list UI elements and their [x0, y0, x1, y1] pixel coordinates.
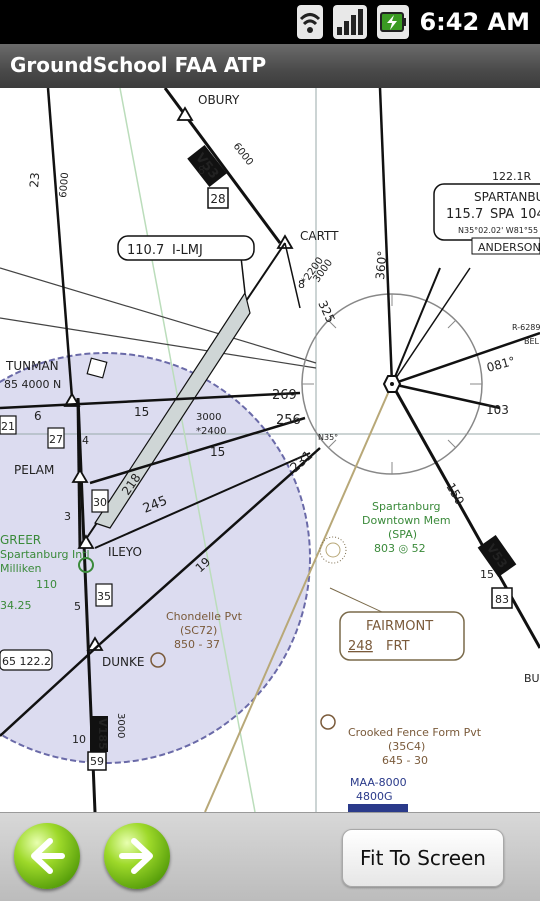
- svg-text:Chondelle Pvt: Chondelle Pvt: [166, 610, 243, 623]
- svg-text:FRT: FRT: [386, 639, 410, 654]
- chart-svg[interactable]: V53 6000 8 28 OBURY CARTT 3000 *2200 8 3…: [0, 88, 540, 812]
- svg-text:59: 59: [90, 755, 104, 768]
- svg-text:(35C4): (35C4): [388, 740, 425, 753]
- svg-text:35: 35: [97, 590, 111, 603]
- svg-text:30: 30: [93, 496, 107, 509]
- svg-text:28: 28: [210, 192, 225, 206]
- svg-text:(SC72): (SC72): [180, 624, 217, 637]
- svg-text:*2400: *2400: [196, 426, 226, 437]
- status-time: 6:42 AM: [419, 8, 530, 36]
- fix-ileyo-symbol: [77, 534, 95, 549]
- ils-freq: 110.7: [127, 243, 164, 258]
- wifi-icon: [297, 5, 324, 39]
- svg-text:103: 103: [486, 403, 509, 417]
- fit-to-screen-button[interactable]: Fit To Screen: [342, 829, 504, 887]
- svg-text:6000: 6000: [58, 172, 71, 198]
- svg-text:83: 83: [495, 593, 509, 606]
- svg-text:081°: 081°: [485, 354, 517, 375]
- svg-text:8: 8: [298, 278, 305, 291]
- greer-label: GREER: [0, 533, 41, 547]
- fairmont-ndb-box: [339, 611, 465, 661]
- svg-text:15: 15: [134, 405, 149, 419]
- svg-text:27: 27: [49, 433, 63, 446]
- fix-tunman-label: TUNMAN: [5, 359, 59, 373]
- svg-text:3000: 3000: [115, 713, 126, 738]
- fix-obury-symbol: [176, 106, 194, 121]
- sectional-chart-view[interactable]: V53 6000 8 28 OBURY CARTT 3000 *2200 8 3…: [0, 88, 540, 812]
- svg-text:15: 15: [210, 445, 225, 459]
- svg-text:85 4000 N: 85 4000 N: [4, 378, 61, 391]
- forward-arrow-icon: [119, 838, 153, 874]
- svg-text:4800G: 4800G: [356, 790, 393, 803]
- status-bar: 6:42 AM: [0, 0, 540, 44]
- fix-pelam-label: PELAM: [14, 463, 54, 477]
- svg-text:803 ◎ 52: 803 ◎ 52: [374, 542, 426, 555]
- svg-text:23: 23: [27, 172, 42, 188]
- fix-obury-label: OBURY: [198, 93, 240, 107]
- greer-airport-symbol: [78, 557, 94, 573]
- signal-icon: [333, 5, 368, 39]
- svg-text:Milliken: Milliken: [0, 562, 41, 575]
- app-title: GroundSchool FAA ATP: [10, 53, 267, 77]
- svg-text:N35°02.02' W81°55: N35°02.02' W81°55: [458, 226, 538, 235]
- svg-text:150: 150: [443, 481, 467, 508]
- svg-text:110: 110: [36, 578, 57, 591]
- fix-pelam-symbol: [71, 468, 89, 483]
- fix-ileyo-label: ILEYO: [108, 545, 142, 559]
- svg-text:8: 8: [198, 164, 205, 177]
- svg-text:325: 325: [315, 298, 337, 325]
- back-button[interactable]: [14, 823, 80, 889]
- svg-text:104: 104: [520, 207, 540, 222]
- svg-text:SPA: SPA: [490, 207, 514, 222]
- svg-text:21: 21: [1, 420, 15, 433]
- spa-airport-symbol: [319, 536, 347, 564]
- crooked-airport-symbol: [320, 714, 336, 730]
- svg-text:3: 3: [64, 510, 71, 523]
- svg-text:645 - 30: 645 - 30: [382, 754, 428, 767]
- svg-text:6000: 6000: [231, 141, 255, 168]
- fix-dunke-label: DUNKE: [102, 655, 144, 669]
- svg-text:6: 6: [34, 409, 42, 423]
- svg-text:BU: BU: [524, 672, 540, 685]
- svg-text:256: 256: [276, 413, 301, 428]
- svg-text:MAA-8000: MAA-8000: [350, 776, 407, 789]
- svg-text:115.7: 115.7: [446, 207, 483, 222]
- svg-text:248: 248: [348, 639, 373, 654]
- svg-text:122.1R: 122.1R: [492, 170, 531, 183]
- ils-id: I-LMJ: [172, 243, 203, 258]
- chondelle-airport-symbol: [150, 652, 166, 668]
- status-icons: 6:42 AM: [297, 4, 530, 40]
- app-title-bar: GroundSchool FAA ATP: [0, 44, 540, 88]
- svg-text:34.25: 34.25: [0, 599, 32, 612]
- svg-text:Crooked Fence Form Pvt: Crooked Fence Form Pvt: [348, 726, 482, 739]
- v185-label: V185: [96, 718, 109, 749]
- svg-text:SPARTANBU: SPARTANBU: [474, 190, 540, 204]
- svg-text:3000: 3000: [196, 412, 221, 423]
- svg-text:850 - 37: 850 - 37: [174, 638, 220, 651]
- svg-text:R-6289: R-6289: [512, 323, 540, 332]
- svg-text:Spartanburg Intl: Spartanburg Intl: [0, 548, 90, 561]
- svg-text:(SPA): (SPA): [388, 528, 417, 541]
- svg-text:65 122.2: 65 122.2: [2, 655, 51, 668]
- back-arrow-icon: [31, 838, 65, 874]
- svg-text:Spartanburg: Spartanburg: [372, 500, 441, 513]
- fix-cartt-label: CARTT: [300, 229, 339, 243]
- forward-button[interactable]: [104, 823, 170, 889]
- fix-cartt-symbol: [276, 234, 294, 249]
- svg-text:10: 10: [72, 733, 86, 746]
- svg-text:N35°: N35°: [318, 433, 338, 442]
- svg-text:ANDERSON: ANDERSON: [478, 241, 540, 254]
- bottom-toolbar: Fit To Screen: [0, 812, 540, 901]
- svg-text:269: 269: [272, 388, 297, 403]
- battery-charging-icon: [377, 5, 410, 39]
- svg-text:360°: 360°: [373, 250, 389, 280]
- svg-text:BEL: BEL: [524, 337, 540, 346]
- svg-text:FAIRMONT: FAIRMONT: [366, 619, 433, 634]
- svg-text:Downtown Mem: Downtown Mem: [362, 514, 451, 527]
- svg-text:15: 15: [480, 568, 494, 581]
- svg-text:4: 4: [82, 434, 89, 447]
- svg-text:5: 5: [74, 600, 81, 613]
